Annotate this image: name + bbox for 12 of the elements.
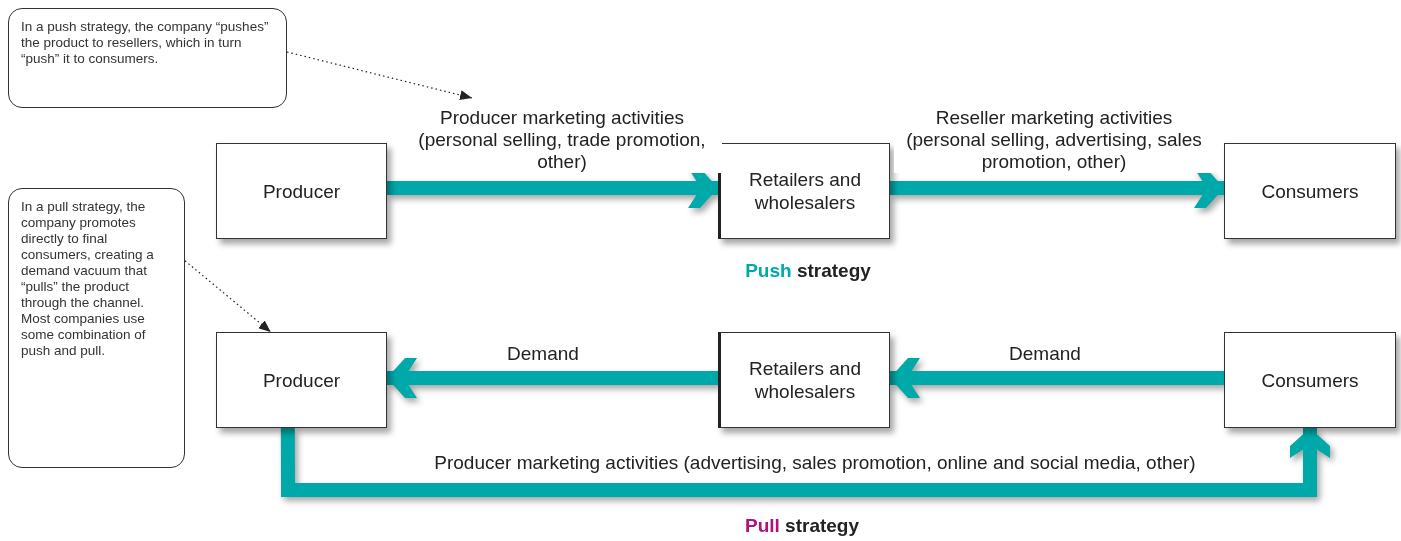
strategy-label: Pull strategy [744,515,859,537]
leader-line [286,51,473,100]
process-box: Consumers [1224,143,1396,239]
callout-note: In a pull strategy, the company promotes directly to final consumers, creating a demand vacuum that “pulls” the product through the channel. Most companies use some combination of push and pull. [8,188,185,468]
process-box: Retailers and wholesalers [718,332,890,428]
process-box: Producer [216,143,387,239]
process-box: Consumers [1224,332,1396,428]
callout-note: In a push strategy, the company “pushes” the product to resellers, which in turn “push” it to consumers. [8,8,287,108]
leader-line [184,260,272,333]
strategy-label: Push strategy [745,260,871,282]
process-box: Retailers and wholesalers [718,143,890,239]
process-box: Producer [216,332,387,428]
